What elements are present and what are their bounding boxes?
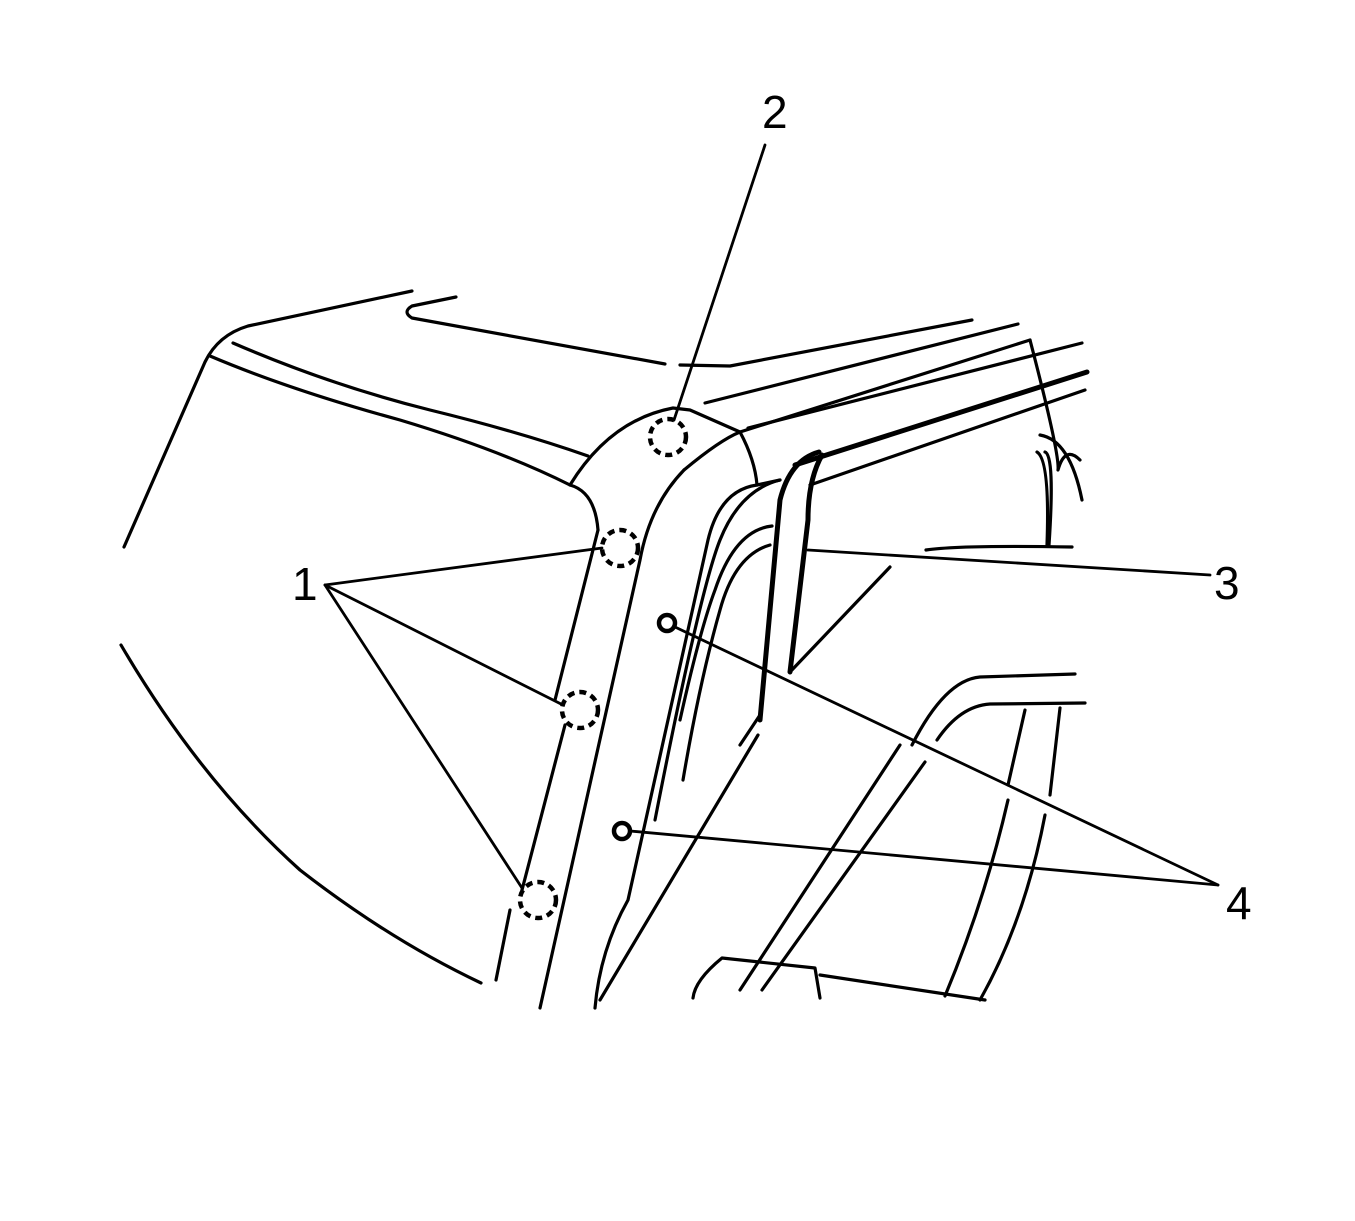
fastener-location-1a (599, 527, 641, 569)
lower-door (691, 672, 1087, 1002)
pillar (494, 338, 1032, 1010)
leader-1b (323, 583, 565, 707)
callout-label-4: 4 (1226, 877, 1252, 929)
left-panel-outline (119, 289, 600, 985)
fastener-location-2 (647, 416, 689, 458)
roof-top-lines (405, 295, 1090, 487)
door-channel (598, 449, 892, 1002)
leader-1a (323, 546, 604, 587)
leader-2 (672, 143, 767, 422)
leader-lines (323, 143, 1220, 890)
callout-2-marker (647, 416, 689, 458)
callout-label-2: 2 (762, 86, 788, 138)
clip-location-4a (656, 612, 678, 634)
callout-1-markers (517, 527, 641, 921)
leader-4a (673, 625, 1220, 887)
leader-1c (323, 583, 524, 890)
callout-4-markers (611, 612, 678, 842)
leader-3 (806, 548, 1212, 577)
callout-label-3: 3 (1214, 557, 1240, 609)
fastener-location-1c (517, 879, 559, 921)
fastener-location-1b (559, 689, 601, 731)
leader-4b (628, 829, 1220, 887)
clip-location-4b (611, 820, 633, 842)
callout-label-1: 1 (292, 558, 318, 610)
window-frame (924, 338, 1084, 552)
